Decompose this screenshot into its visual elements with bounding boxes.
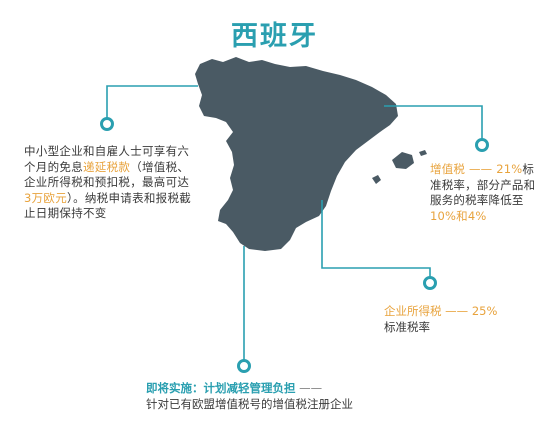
connector-dot-bottom (237, 359, 251, 373)
note-deferral-text-2: （增值税、企业所得税和预扣税，最高可达 (24, 159, 190, 190)
note-vat-text: 标准税率，部分产品和服务的税率降低至 (430, 162, 536, 207)
note-admin-text: 针对已有欧盟增值税号的增值税注册企业 (146, 396, 353, 411)
connector-dot-left (100, 117, 114, 131)
note-admin-dash: —— (299, 381, 323, 395)
connector-left (106, 85, 198, 121)
note-cit-dash: —— (445, 304, 469, 318)
note-cit: 企业所得税 —— 25% 标准税率 (384, 304, 534, 335)
note-vat-rate-low: 10%和4% (430, 208, 487, 223)
note-admin-burden: 即将实施：计划减轻管理负担 ——针对已有欧盟增值税号的增值税注册企业 (146, 381, 416, 412)
connector-dot-vat (475, 138, 489, 152)
note-vat-label: 增值税 (430, 162, 466, 176)
note-deferral-text-1: 中小型企业和自雇人士可享有六个月的免息 (24, 144, 190, 174)
balearic-island-mallorca (392, 152, 414, 169)
note-vat-dash: —— (468, 162, 493, 176)
note-vat-rate: 21% (496, 162, 523, 176)
page-title: 西班牙 (231, 21, 318, 52)
balearic-island-ibiza (372, 175, 381, 184)
note-deferral-highlight-2: 3万欧元 (24, 190, 68, 205)
note-vat: 增值税 —— 21%标准税率，部分产品和服务的税率降低至10%和4% (430, 162, 545, 224)
note-admin-label: 即将实施：计划减轻管理负担 (146, 381, 296, 395)
note-deferral-highlight-1: 递延税款 (83, 159, 131, 174)
connector-cit (321, 200, 431, 278)
connector-vat (384, 105, 483, 140)
note-deferral-text-3: ）。纳税申请表和报税截止日期保持不变 (24, 190, 192, 221)
note-cit-label: 企业所得税 (384, 304, 442, 318)
connector-dot-cit (423, 276, 437, 290)
note-deferral: 中小型企业和自雇人士可享有六个月的免息递延税款（增值税、企业所得税和预扣税，最高… (24, 144, 194, 222)
balearic-island-menorca (419, 150, 427, 156)
note-cit-text: 标准税率 (384, 319, 430, 334)
note-cit-rate: 25% (471, 304, 498, 318)
spain-map-shape (195, 57, 398, 251)
